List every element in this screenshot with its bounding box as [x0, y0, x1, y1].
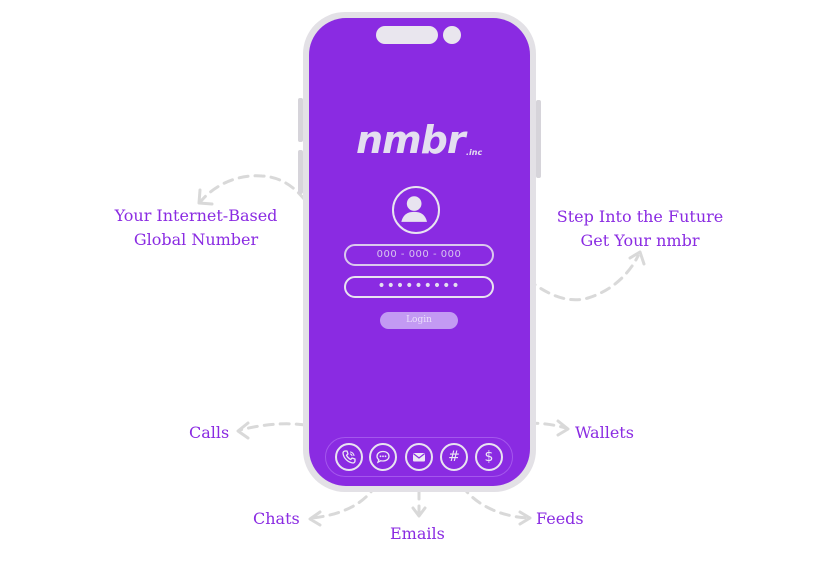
- side-button-volume: [298, 98, 303, 142]
- envelope-icon: [413, 453, 425, 462]
- arrowhead-future: [628, 250, 646, 266]
- callout-chats: Chats: [253, 509, 300, 528]
- dock-emails-button[interactable]: [405, 443, 433, 471]
- phone-number-input[interactable]: 000 - 000 - 000: [344, 244, 494, 266]
- speaker-notch: [376, 26, 438, 44]
- user-icon: [401, 196, 427, 222]
- dock-wallets-button[interactable]: $: [475, 443, 503, 471]
- arrowhead-wallets: [556, 419, 570, 437]
- side-button-volume-2: [298, 150, 303, 194]
- login-button[interactable]: Login: [380, 312, 458, 329]
- avatar: [392, 186, 440, 234]
- callout-calls: Calls: [189, 423, 230, 442]
- callout-future: Step Into the Future Get Your nmbr: [552, 205, 728, 253]
- arrowhead-feeds: [518, 510, 532, 526]
- callout-future-line2: Get Your nmbr: [580, 231, 700, 250]
- arrowhead-chats: [308, 510, 322, 527]
- app-dock: [325, 437, 513, 477]
- dock-chats-button[interactable]: [369, 443, 397, 471]
- arrowhead-calls: [236, 421, 250, 440]
- camera-dot: [443, 26, 461, 44]
- callout-wallets: Wallets: [575, 423, 634, 442]
- dock-feeds-button[interactable]: #: [440, 443, 468, 471]
- dollar-icon: $: [484, 449, 494, 465]
- callout-feeds: Feeds: [536, 509, 584, 528]
- hash-icon: #: [448, 449, 460, 465]
- callout-internet-number: Your Internet-Based Global Number: [108, 204, 284, 252]
- callout-internet-line2: Global Number: [133, 230, 259, 249]
- callout-future-line1: Step Into the Future: [556, 207, 724, 226]
- dock-calls-button[interactable]: [335, 443, 363, 471]
- arrowhead-internet: [197, 188, 214, 206]
- callout-internet-line1: Your Internet-Based: [114, 206, 278, 225]
- callout-emails: Emails: [390, 524, 445, 543]
- brand-logo: nmbr: [356, 118, 466, 162]
- password-input[interactable]: •••••••••: [344, 276, 494, 298]
- brand-logo-suffix: .inc: [466, 148, 483, 157]
- phone-icon: [342, 450, 356, 464]
- arrowhead-emails: [411, 506, 427, 518]
- side-button-power: [536, 100, 541, 178]
- chat-bubble-icon: [376, 450, 390, 464]
